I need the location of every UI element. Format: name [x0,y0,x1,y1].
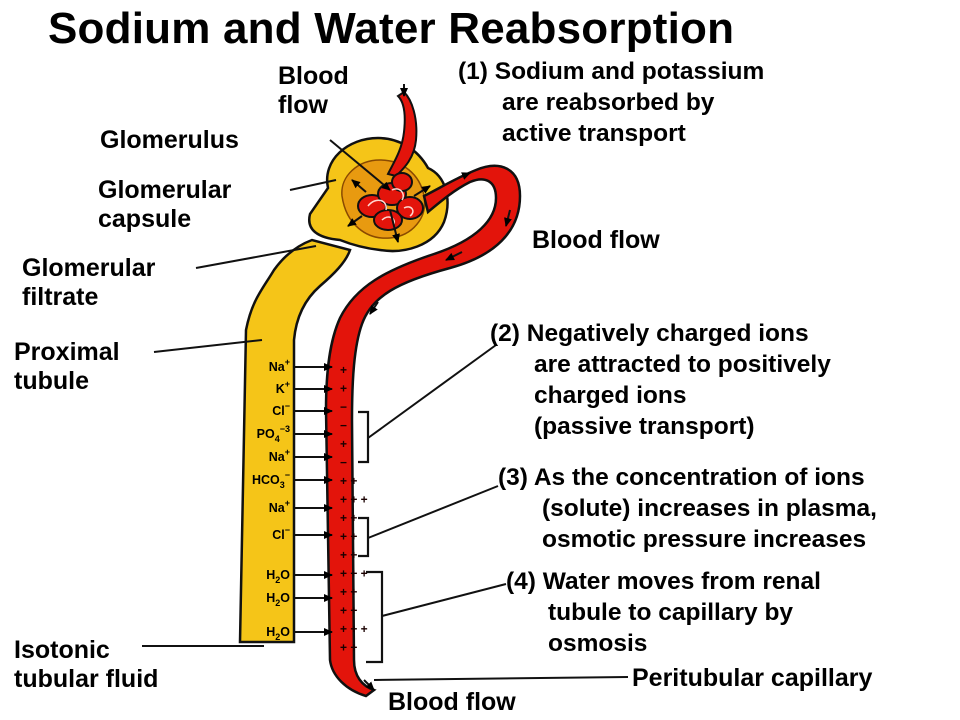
ion-label: K+ [276,379,290,396]
capillary-charge: + + [340,530,357,544]
ion-label: HCO3− [252,470,290,490]
label-blood-flow-bottom: Blood flow [388,688,516,716]
capillary-charge: − [340,456,347,470]
capillary-charge: + [340,363,347,377]
proximal-tubule-shape [238,238,352,644]
capillary-charge: + + [340,548,357,562]
afferent-arteriole [386,90,418,178]
capillary-charge: − [340,400,347,414]
step-2-text: (2) Negatively charged ions are attracte… [490,320,831,440]
flow-arrows [347,84,512,691]
label-peritubular-capillary: Peritubular capillary [632,664,873,692]
bracket-step3 [358,516,370,558]
bracket-step2 [358,410,370,464]
ion-label: H2O [266,568,290,585]
capillary-charge: + + [340,641,357,655]
ion-label: Na+ [269,447,290,464]
capillary-charge: + + [340,511,357,525]
capillary-charge: + + + [340,622,368,636]
bracket-step4 [366,570,384,664]
capillary-charge: + + [340,585,357,599]
step-1-text: (1) Sodium and potassium are reabsorbed … [458,58,765,147]
step-4-text: (4) Water moves from renal tubule to cap… [506,568,821,657]
ion-label: H2O [266,625,290,642]
label-glomerulus: Glomerulus [100,126,239,154]
ion-label: PO4−3 [257,424,290,444]
ion-label: Na+ [269,498,290,515]
ion-label: Cl− [272,525,290,542]
step-3-text: (3) As the concentration of ions (solute… [498,464,877,553]
charge-layer: + + − − + − + + + + + + + + + + + + + + + + + + + + + +… [340,363,368,655]
page-title: Sodium and Water Reabsorption [48,4,735,53]
ion-label: Na+ [269,357,290,374]
ion-label: Cl− [272,401,290,418]
capillary-charge: + + [340,474,357,488]
glomerulus-tuft [357,172,424,231]
capillary-charge: + [340,437,347,451]
ion-label: H2O [266,591,290,608]
capillary-charge: + [340,382,347,396]
capillary-charge: + + + [340,493,368,507]
capillary-charge: + + + [340,567,368,581]
leader-lines [142,139,629,681]
capillary-charge: − [340,419,347,433]
capillary-charge: + + [340,604,357,618]
label-blood-flow-right: Blood flow [532,226,660,254]
